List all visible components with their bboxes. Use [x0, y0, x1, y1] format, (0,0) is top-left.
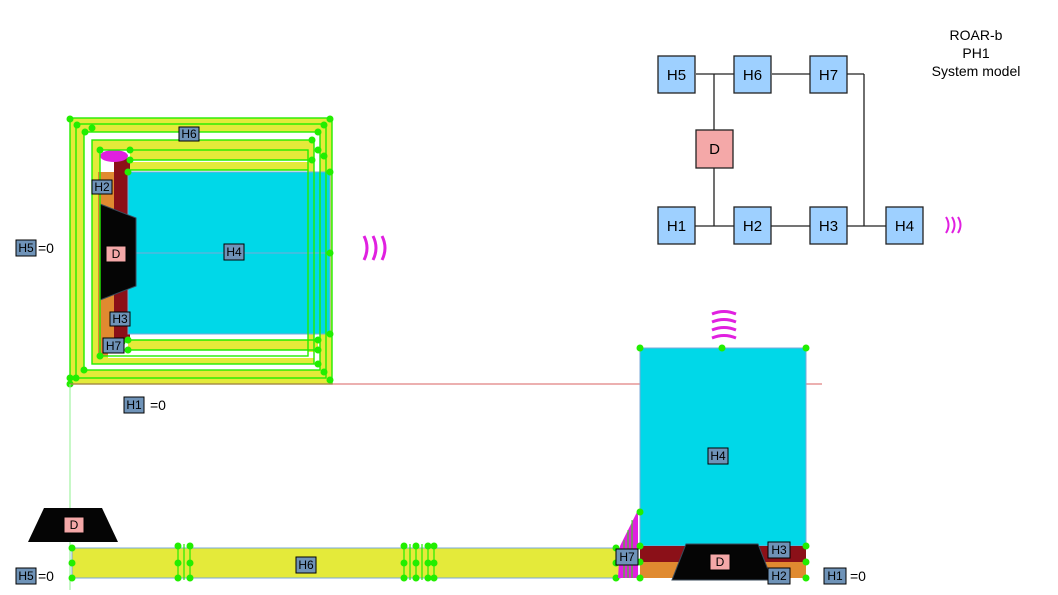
- tag-h1-boundary: H1 =0: [823, 567, 866, 585]
- svg-text:H2: H2: [771, 569, 787, 583]
- schematic-node-h3: H3: [809, 206, 848, 245]
- node-label: H5: [667, 67, 686, 84]
- tag-d: D: [709, 553, 731, 571]
- node-label: H6: [743, 67, 762, 84]
- svg-text:H6: H6: [181, 127, 197, 141]
- tag-h6: H6: [178, 126, 200, 142]
- magenta-blob: [100, 150, 128, 162]
- svg-text:H3: H3: [112, 312, 128, 326]
- schematic-node-h4: H4: [885, 206, 924, 245]
- title-line-1: ROAR-b: [950, 27, 1003, 43]
- svg-text:H6: H6: [298, 558, 314, 572]
- tag-h1-boundary: H1 =0: [123, 396, 166, 414]
- heat-wave-icon: [945, 216, 962, 234]
- system-schematic: H5 H6 H7 D H1 H2 H3 H4: [657, 55, 962, 245]
- node-box: [733, 206, 772, 245]
- tag-h7: H7: [102, 337, 125, 354]
- tag-h3: H3: [109, 311, 131, 327]
- schematic-node-h7: H7: [809, 55, 848, 94]
- svg-text:D: D: [112, 247, 121, 261]
- svg-text:H7: H7: [106, 339, 122, 353]
- bar-node-dots: [68, 542, 620, 582]
- bottom-bar-1: [128, 340, 318, 350]
- long-yellow-bar: [71, 547, 621, 579]
- tag-h5-boundary: H5 =0: [15, 239, 54, 257]
- schematic-node-h5: H5: [657, 55, 696, 94]
- node-box: [657, 55, 696, 94]
- svg-text:H1: H1: [827, 569, 843, 583]
- top-bar-1: [130, 150, 308, 160]
- node-box: [695, 129, 734, 169]
- svg-text:H5: H5: [18, 241, 34, 255]
- tag-h6: H6: [295, 556, 317, 574]
- node-label: H7: [819, 67, 838, 84]
- node-label: H1: [667, 218, 686, 235]
- heat-wave-icon: [362, 235, 387, 261]
- svg-text:H4: H4: [226, 245, 242, 259]
- h1-value: =0: [850, 568, 866, 584]
- schematic-node-h1: H1: [657, 206, 696, 245]
- heat-wave-icon: [711, 310, 737, 340]
- svg-text:H7: H7: [619, 550, 635, 564]
- schematic-node-h2: H2: [733, 206, 772, 245]
- svg-text:D: D: [70, 518, 79, 532]
- svg-text:D: D: [716, 555, 725, 569]
- bottom-model: D H6: [15, 310, 866, 585]
- svg-text:H3: H3: [771, 543, 787, 557]
- tag-h2: H2: [91, 179, 113, 195]
- tag-h5-boundary: H5 =0: [15, 567, 54, 585]
- tank-node-dots: [636, 344, 810, 582]
- title-block: ROAR-b PH1 System model: [932, 27, 1021, 79]
- h5-value: =0: [38, 568, 54, 584]
- node-label: H2: [743, 218, 762, 235]
- schematic-node-h6: H6: [733, 55, 772, 94]
- schematic-node-d: D: [695, 129, 734, 169]
- node-box: [733, 55, 772, 94]
- tag-d-left: D: [63, 516, 85, 534]
- top-model: H6 H2 D H4 H3 H7 H5 =0 H1 =: [15, 115, 822, 590]
- tag-h4: H4: [223, 243, 245, 261]
- title-line-2: PH1: [962, 45, 989, 61]
- tag-h2: H2: [767, 567, 791, 585]
- node-box: [885, 206, 924, 245]
- bottom-gap: [108, 352, 318, 358]
- tag-d: D: [105, 245, 127, 263]
- node-box: [657, 206, 696, 245]
- node-label: H4: [895, 218, 914, 235]
- title-line-3: System model: [932, 63, 1021, 79]
- h5-value: =0: [38, 240, 54, 256]
- node-label: H3: [819, 218, 838, 235]
- svg-text:H2: H2: [94, 180, 110, 194]
- tag-h4: H4: [707, 447, 729, 465]
- node-box: [809, 55, 848, 94]
- svg-text:H1: H1: [126, 398, 142, 412]
- top-bar-2: [130, 162, 308, 170]
- node-label: D: [709, 141, 720, 158]
- cyan-tank: [639, 347, 807, 547]
- svg-text:H5: H5: [18, 569, 34, 583]
- h1-value: =0: [150, 397, 166, 413]
- node-box: [809, 206, 848, 245]
- tag-h7: H7: [615, 548, 639, 566]
- tag-h3: H3: [767, 541, 791, 559]
- svg-text:H4: H4: [710, 449, 726, 463]
- schematic-connectors: [694, 73, 886, 227]
